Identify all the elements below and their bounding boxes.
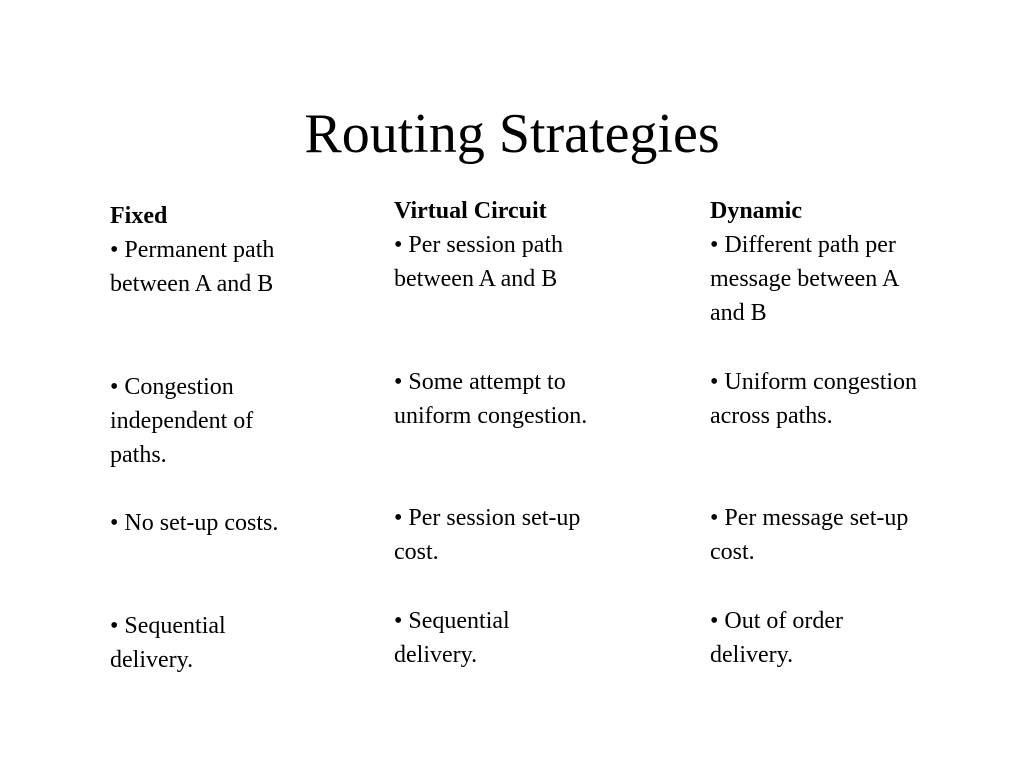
dynamic-item-setup: • Per message set-up cost. bbox=[710, 505, 909, 565]
column-heading-fixed: Fixed bbox=[110, 203, 168, 229]
dynamic-item-delivery: • Out of order delivery. bbox=[710, 608, 844, 668]
fixed-item-congestion: • Congestion independent of paths. bbox=[110, 374, 254, 468]
column-virtual-circuit: Virtual Circuit • Per session path betwe… bbox=[394, 194, 644, 668]
column-heading-virtual-circuit: Virtual Circuit bbox=[394, 198, 547, 224]
fixed-item-path: • Permanent path between A and B bbox=[110, 237, 275, 297]
column-dynamic: Dynamic • Different path per message bet… bbox=[710, 194, 960, 668]
column-fixed: Fixed • Permanent path between A and B •… bbox=[110, 199, 360, 673]
virtual-circuit-item-path: • Per session path between A and B bbox=[394, 232, 564, 292]
fixed-item-delivery: • Sequential delivery. bbox=[110, 613, 226, 673]
dynamic-item-path: • Different path per message between A a… bbox=[710, 232, 898, 326]
virtual-circuit-item-congestion: • Some attempt to uniform congestion. bbox=[394, 369, 588, 429]
column-heading-dynamic: Dynamic bbox=[710, 198, 802, 224]
virtual-circuit-item-setup: • Per session set-up cost. bbox=[394, 505, 581, 565]
fixed-item-setup: • No set-up costs. bbox=[110, 510, 279, 536]
virtual-circuit-item-delivery: • Sequential delivery. bbox=[394, 608, 510, 668]
slide-title: Routing Strategies bbox=[304, 103, 720, 165]
dynamic-item-congestion: • Uniform congestion across paths. bbox=[710, 369, 918, 429]
